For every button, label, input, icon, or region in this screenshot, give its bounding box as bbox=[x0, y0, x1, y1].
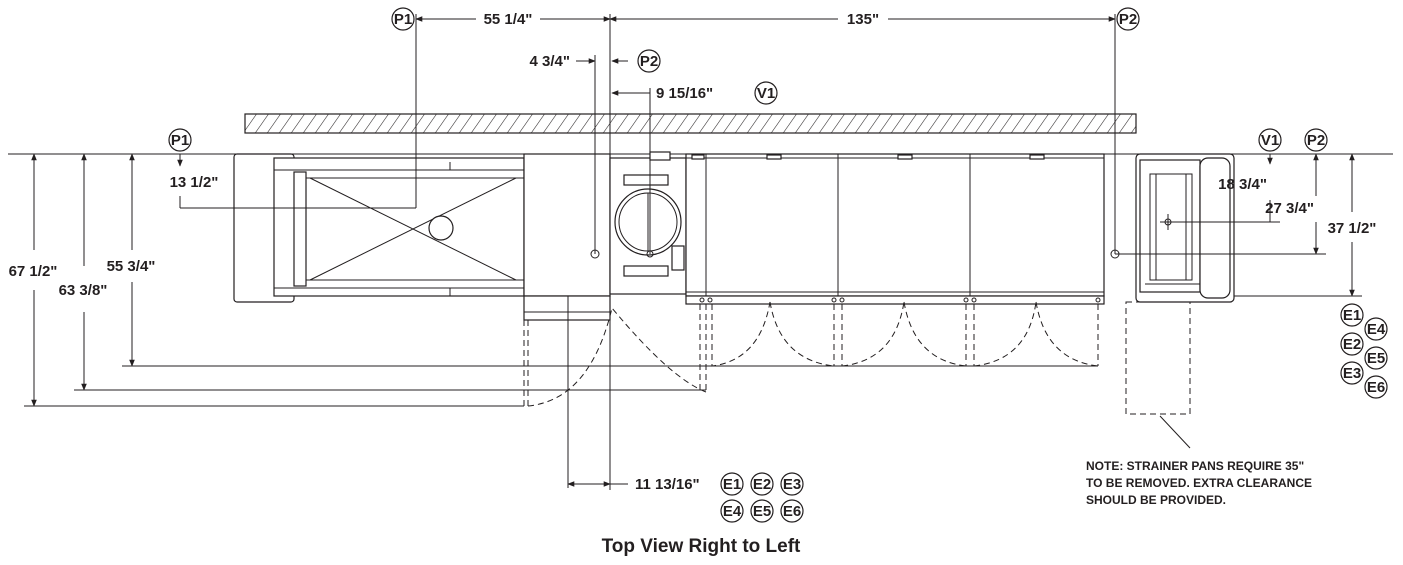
callout-e2-right: E2 bbox=[1340, 332, 1364, 356]
callout-e3-bottom: E3 bbox=[780, 472, 804, 496]
right-end-cabinet bbox=[1135, 153, 1235, 303]
svg-text:V1: V1 bbox=[757, 85, 775, 102]
svg-text:P1: P1 bbox=[171, 132, 189, 149]
note-line-1: NOTE: STRAINER PANS REQUIRE 35" bbox=[1086, 459, 1304, 473]
dim-18-3-4: 18 3/4" bbox=[1218, 176, 1267, 193]
note-line-2: TO BE REMOVED. EXTRA CLEARANCE bbox=[1086, 476, 1312, 490]
svg-text:E1: E1 bbox=[723, 476, 741, 493]
svg-text:P2: P2 bbox=[640, 53, 658, 70]
callout-p2-top: P2 bbox=[1116, 7, 1140, 31]
dim-13-1-2: 13 1/2" bbox=[170, 174, 219, 191]
svg-text:P2: P2 bbox=[1307, 132, 1325, 149]
callout-e5-right: E5 bbox=[1364, 346, 1388, 370]
dimension-lines bbox=[24, 14, 1362, 490]
dim-4-3-4: 4 3/4" bbox=[530, 53, 570, 70]
svg-text:E4: E4 bbox=[1367, 321, 1386, 338]
dim-63-3-8: 63 3/8" bbox=[59, 282, 108, 299]
center-module bbox=[523, 151, 687, 321]
callout-e3-right: E3 bbox=[1340, 361, 1364, 385]
svg-text:E1: E1 bbox=[1343, 307, 1361, 324]
svg-text:E6: E6 bbox=[783, 503, 801, 520]
svg-text:E3: E3 bbox=[1343, 365, 1361, 382]
callout-e4-bottom: E4 bbox=[720, 499, 744, 523]
dim-55-1-4: 55 1/4" bbox=[484, 11, 533, 28]
callout-e2-bottom: E2 bbox=[750, 472, 774, 496]
dim-11-13-16: 11 13/16" bbox=[635, 476, 700, 493]
callout-p2-right: P2 bbox=[1304, 128, 1328, 152]
svg-text:E2: E2 bbox=[1343, 336, 1361, 353]
callout-e5-bottom: E5 bbox=[750, 499, 774, 523]
left-cabinet bbox=[233, 153, 525, 303]
door-swings bbox=[523, 301, 1191, 415]
callout-e1-bottom: E1 bbox=[720, 472, 744, 496]
svg-text:P2: P2 bbox=[1119, 11, 1137, 28]
callout-e6-right: E6 bbox=[1364, 375, 1388, 399]
dim-9-15-16: 9 15/16" bbox=[656, 85, 713, 102]
svg-text:E2: E2 bbox=[753, 476, 771, 493]
fryer-sections bbox=[685, 153, 1120, 305]
callout-v1-mid: V1 bbox=[754, 81, 778, 105]
diagram-title: Top View Right to Left bbox=[602, 536, 801, 557]
callout-v1-right: V1 bbox=[1258, 128, 1282, 152]
svg-text:V1: V1 bbox=[1261, 132, 1279, 149]
callout-e1-right: E1 bbox=[1340, 303, 1364, 327]
svg-text:E6: E6 bbox=[1367, 379, 1385, 396]
svg-text:E4: E4 bbox=[723, 503, 742, 520]
dim-135: 135" bbox=[847, 11, 879, 28]
note-line-3: SHOULD BE PROVIDED. bbox=[1086, 493, 1226, 507]
callout-p2-mid: P2 bbox=[637, 49, 661, 73]
dim-37-1-2: 37 1/2" bbox=[1328, 220, 1377, 237]
callout-e6-bottom: E6 bbox=[780, 499, 804, 523]
callout-e4-right: E4 bbox=[1364, 317, 1388, 341]
callout-p1-top: P1 bbox=[391, 7, 415, 31]
callout-p1-left: P1 bbox=[168, 128, 192, 152]
svg-text:P1: P1 bbox=[394, 11, 412, 28]
dim-27-3-4: 27 3/4" bbox=[1265, 200, 1314, 217]
dim-67-1-2: 67 1/2" bbox=[9, 263, 58, 280]
dim-55-3-4: 55 3/4" bbox=[107, 258, 156, 275]
svg-text:E3: E3 bbox=[783, 476, 801, 493]
wall bbox=[244, 113, 1137, 134]
svg-text:E5: E5 bbox=[753, 503, 771, 520]
svg-text:E5: E5 bbox=[1367, 350, 1385, 367]
